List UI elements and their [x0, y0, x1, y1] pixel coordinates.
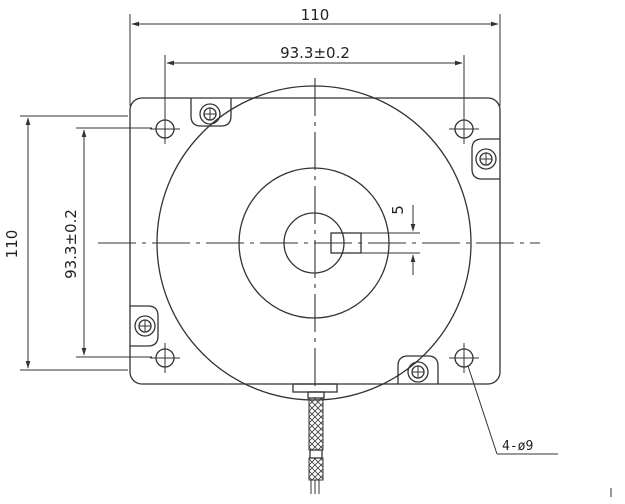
screw-boss-right — [471, 138, 500, 180]
left-hole-spacing-dimension: 93.3±0.2 — [62, 127, 152, 358]
hole-spacing-h-label: 93.3±0.2 — [280, 44, 350, 62]
screw-boss-bottom — [397, 355, 439, 384]
mounting-hole-top-right — [449, 114, 479, 144]
cable-exit — [292, 383, 338, 494]
screw-boss-top — [190, 98, 232, 127]
shaft-key — [330, 232, 362, 254]
key-dimension: 5 — [361, 205, 420, 275]
mounting-hole-top-left — [150, 114, 180, 144]
key-width-label: 5 — [389, 205, 407, 215]
height-label: 110 — [3, 230, 21, 259]
width-label: 110 — [301, 6, 330, 24]
top-overall-width-dimension: 110 — [129, 6, 501, 106]
screw-boss-left — [130, 305, 159, 347]
shaft-circle — [283, 212, 345, 274]
left-overall-height-dimension: 110 — [3, 115, 128, 371]
hole-spacing-v-label: 93.3±0.2 — [62, 209, 80, 279]
hole-callout: 4-ø9 — [467, 365, 558, 455]
mounting-hole-bottom-right — [449, 343, 479, 373]
top-hole-spacing-dimension: 93.3±0.2 — [164, 44, 465, 118]
pilot-circle — [238, 167, 390, 319]
mounting-hole-bottom-left — [150, 343, 180, 373]
hole-callout-label: 4-ø9 — [502, 439, 533, 454]
